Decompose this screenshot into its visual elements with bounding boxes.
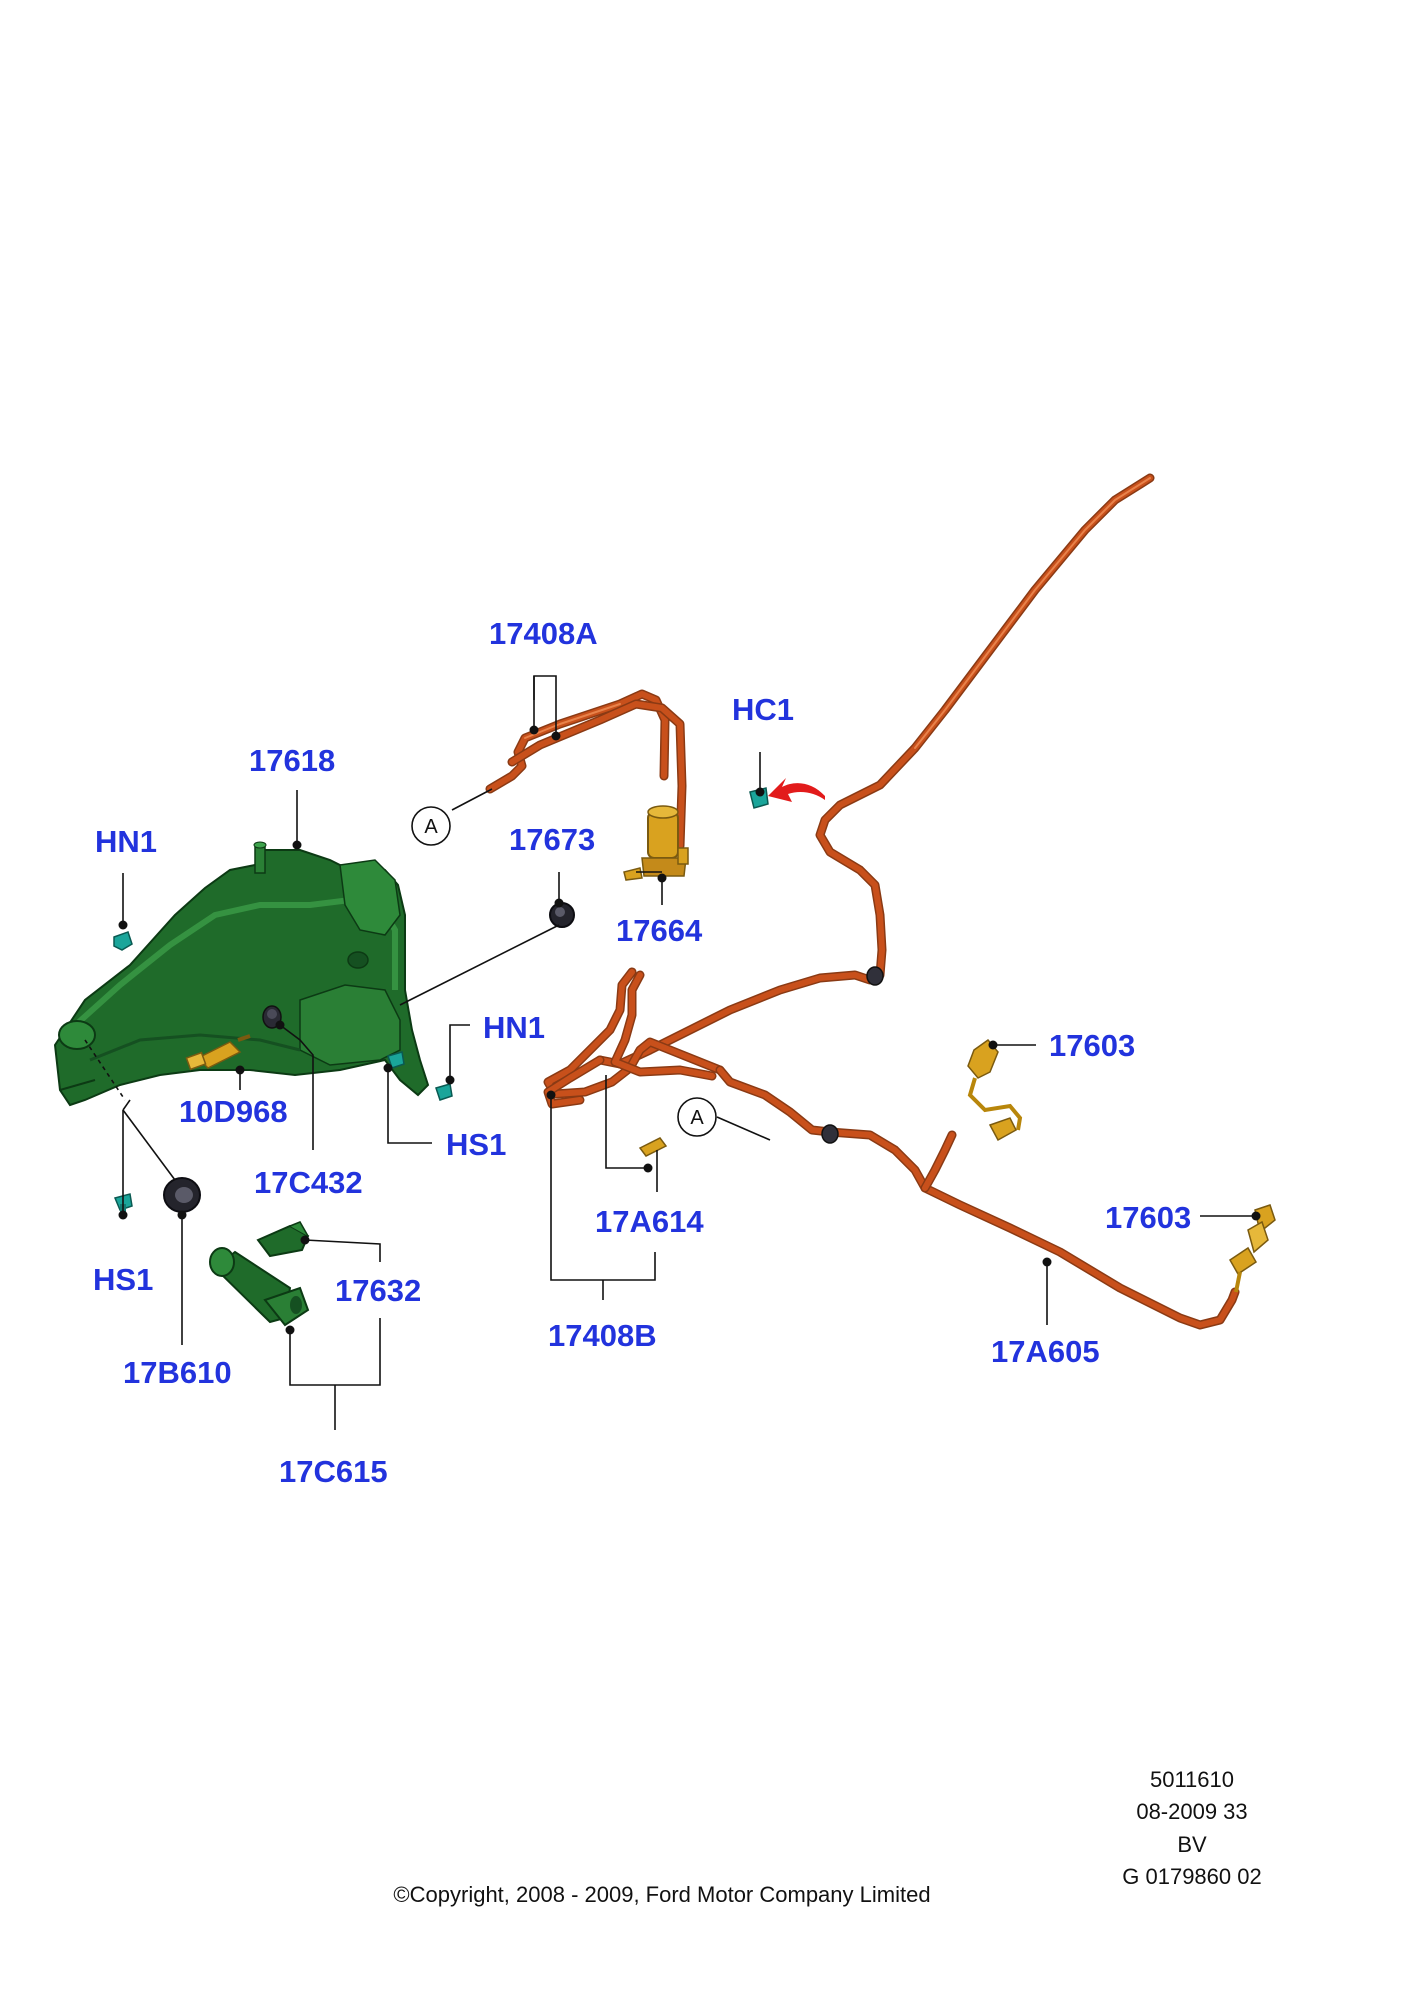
hose-grommet-lower	[821, 1124, 839, 1144]
doc-number: 5011610	[1150, 1767, 1234, 1792]
callout-a-left: A	[411, 806, 451, 846]
label-10d968: 10D968	[179, 1094, 288, 1129]
label-17603-lower: 17603	[1105, 1200, 1191, 1235]
label-hs1-right: HS1	[446, 1127, 506, 1162]
label-17618: 17618	[249, 743, 335, 778]
filler-neck-17c615	[209, 1247, 310, 1327]
hs1-screw-right	[387, 1051, 405, 1069]
graphic-id: G 0179860 02	[1122, 1864, 1261, 1889]
label-17603-upper: 17603	[1049, 1028, 1135, 1063]
label-17a605: 17A605	[991, 1334, 1100, 1369]
label-17632: 17632	[335, 1273, 421, 1308]
direction-arrow	[768, 778, 825, 802]
footer-block: 5011610 08-2009 33 BV G 0179860 02 ©Copy…	[393, 1767, 1261, 1907]
level-sensor-10d968	[185, 1034, 251, 1071]
seal-17b610	[163, 1177, 201, 1213]
label-17c615: 17C615	[279, 1454, 388, 1489]
variant-code: BV	[1177, 1832, 1207, 1857]
washer-jet-17603-upper	[967, 1038, 1023, 1142]
label-17b610: 17B610	[123, 1355, 232, 1390]
callout-a-right-letter: A	[690, 1107, 704, 1129]
connector-17a614	[638, 1137, 668, 1157]
label-17673: 17673	[509, 822, 595, 857]
copyright-notice: ©Copyright, 2008 - 2009, Ford Motor Comp…	[393, 1882, 930, 1907]
part-labels: HN1 HS1 17618 10D968 17C432 HN1 HS1 17B6…	[93, 616, 1191, 1489]
label-hn1-right: HN1	[483, 1010, 545, 1045]
label-17a614: 17A614	[595, 1204, 704, 1239]
hose-17408a	[451, 689, 687, 851]
hose-grommet-upper	[866, 966, 884, 986]
washer-jet-17603-lower	[1229, 1204, 1276, 1293]
hose-17408b	[543, 473, 1240, 1330]
callout-a-right: A	[677, 1097, 771, 1141]
label-hn1-left: HN1	[95, 824, 157, 859]
cap-17632	[256, 1221, 310, 1258]
washer-reservoir	[53, 841, 430, 1107]
label-17664: 17664	[616, 913, 703, 948]
date-code: 08-2009 33	[1136, 1799, 1247, 1824]
label-hs1-left: HS1	[93, 1262, 153, 1297]
grommet-17c432	[262, 1005, 282, 1029]
label-17408b: 17408B	[548, 1318, 657, 1353]
washer-pump-17664	[623, 805, 689, 881]
grommet-17673	[549, 902, 575, 928]
label-hc1: HC1	[732, 692, 794, 727]
leader-dots	[118, 725, 1261, 1335]
hn1-clip-right	[435, 1083, 453, 1101]
label-17c432: 17C432	[254, 1165, 363, 1200]
hn1-clip-left	[113, 931, 133, 951]
callout-a-left-letter: A	[424, 816, 438, 838]
label-17408a: 17408A	[489, 616, 598, 651]
